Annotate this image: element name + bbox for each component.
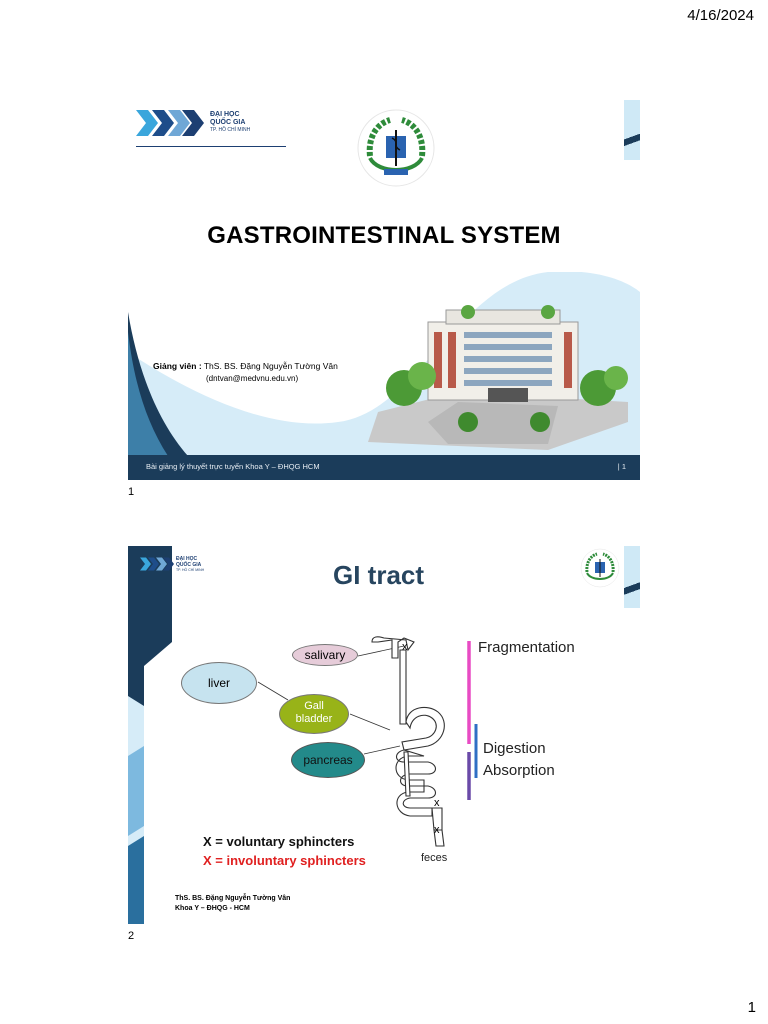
pancreas-label: pancreas xyxy=(303,753,353,767)
salivary-label: salivary xyxy=(304,648,346,662)
author-affiliation: Khoa Y – ĐHQG - HCM xyxy=(175,905,250,912)
legend-involuntary: X = involuntary sphincters xyxy=(203,853,366,868)
gi-tract-diagram: x x x xyxy=(257,636,478,847)
slide-number-1: 1 xyxy=(128,486,135,498)
liver-label: liver xyxy=(207,676,230,690)
faculty-seal-icon xyxy=(357,109,435,187)
accent-stripe xyxy=(624,100,640,160)
lecturer-line: Giảng viên : ThS. BS. Đặng Nguyễn Tường … xyxy=(153,361,338,371)
logo-line-1: ĐẠI HỌC xyxy=(176,556,198,562)
pancreas: pancreas xyxy=(291,742,365,778)
salivary-gland: salivary xyxy=(292,644,358,666)
print-date: 4/16/2024 xyxy=(687,7,754,24)
slide-footer-text: Bài giảng lý thuyết trực tuyến Khoa Y – … xyxy=(146,462,320,471)
legend-voluntary: X = voluntary sphincters xyxy=(203,834,355,849)
lecturer-name: ThS. BS. Đặng Nguyễn Tường Vân xyxy=(201,361,338,371)
slide-footer-bar xyxy=(128,455,640,480)
lecturer-email: (dntvan@medvnu.edu.vn) xyxy=(206,374,299,383)
slide-title: GASTROINTESTINAL SYSTEM xyxy=(207,222,561,249)
digestion-label: Digestion xyxy=(483,740,546,757)
left-decoration xyxy=(128,546,172,924)
slide-2: ĐẠI HỌC QUỐC GIA TP. HỒ CHÍ MINH GI trac… xyxy=(128,546,640,924)
slide-number-2: 2 xyxy=(128,930,135,942)
logo-line-3: TP. HỒ CHÍ MINH xyxy=(176,568,205,572)
logo-line-2: QUỐC GIA xyxy=(176,562,202,568)
bladder-label: bladder xyxy=(295,713,333,725)
slide-title: GI tract xyxy=(333,560,425,590)
sphincter-x-mouth: x xyxy=(402,641,408,653)
gall-label: Gall xyxy=(304,700,324,712)
digestive-tract xyxy=(371,636,445,847)
slide-1: ĐẠI HỌC QUỐC GIA TP. HỒ CHÍ MINH GASTROI… xyxy=(128,100,640,480)
logo-line-2: QUỐC GIA xyxy=(210,119,246,126)
digestion-absorption-labels: Digestion Absorption xyxy=(483,738,555,782)
fragmentation-label: Fragmentation xyxy=(478,639,575,656)
arrow-liver-gallbladder xyxy=(257,681,289,701)
slide-footer-page: | 1 xyxy=(617,462,626,471)
author-block: ThS. BS. Đặng Nguyễn Tường Vân Khoa Y – … xyxy=(175,894,290,914)
author-name: ThS. BS. Đặng Nguyễn Tường Vân xyxy=(175,895,291,902)
faculty-seal-icon xyxy=(580,548,620,588)
sphincter-x-anus: x xyxy=(434,824,440,836)
feces-label: feces xyxy=(421,852,448,864)
gall-bladder: Gall bladder xyxy=(279,694,349,734)
sphincter-x-colon: x xyxy=(434,797,440,809)
campus-illustration xyxy=(128,272,640,456)
arrow-pancreas-duodenum xyxy=(363,745,401,755)
logo-chevrons-icon xyxy=(136,110,204,136)
arrow-gallbladder-duodenum xyxy=(349,713,391,731)
page-number: 1 xyxy=(747,999,756,1016)
logo-chevrons-icon xyxy=(140,557,174,571)
absorption-label: Absorption xyxy=(483,762,555,779)
lecturer-label: Giảng viên : xyxy=(153,361,202,371)
university-logo: ĐẠI HỌC QUỐC GIA TP. HỒ CHÍ MINH xyxy=(136,106,286,147)
logo-line-1: ĐẠI HỌC xyxy=(210,111,240,118)
logo-line-3: TP. HỒ CHÍ MINH xyxy=(210,127,251,133)
liver: liver xyxy=(181,662,257,704)
accent-stripe xyxy=(624,546,640,608)
university-logo: ĐẠI HỌC QUỐC GIA TP. HỒ CHÍ MINH xyxy=(140,554,220,580)
